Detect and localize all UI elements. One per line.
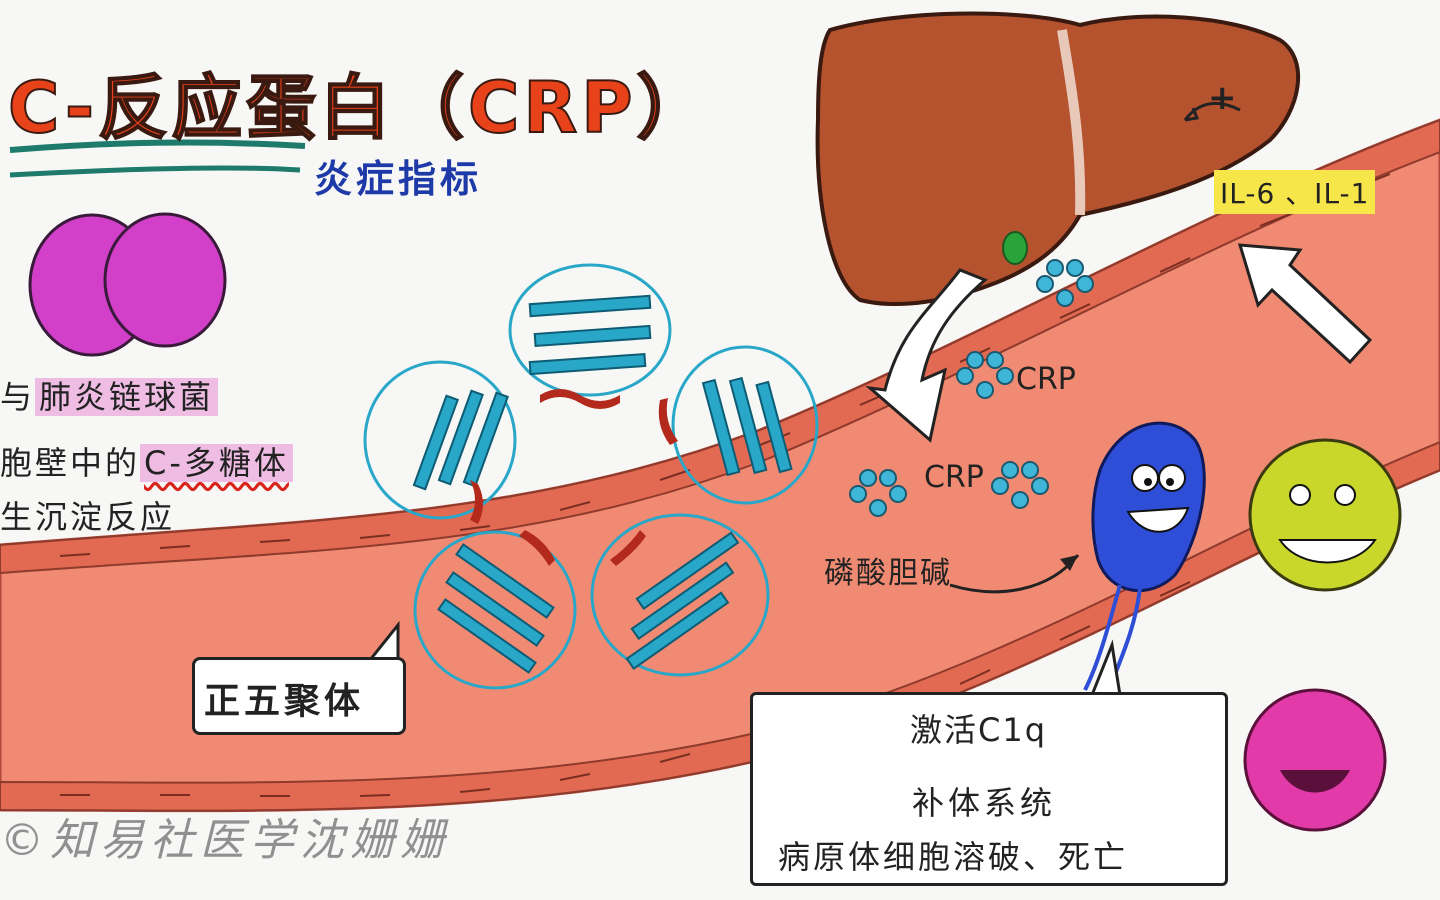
crp-molecule-cluster-top: [1036, 259, 1094, 307]
title-underline-2: [9, 165, 301, 178]
info-box-pointer: [1090, 639, 1122, 696]
crp-pentamer-structure: [363, 263, 819, 690]
info-line-complement: 补体系统: [912, 784, 1057, 822]
liver-illustration: [815, 11, 1301, 306]
binding-line-2-highlight: C-多糖体: [140, 444, 293, 482]
binding-line-1: 与肺炎链球菌: [0, 372, 219, 418]
pentamer-label: 正五聚体: [204, 681, 365, 722]
crp-molecule-cluster-upper: [956, 351, 1014, 399]
phosphocholine-label: 磷酸胆碱: [824, 556, 952, 591]
pentamer-pointer: [368, 620, 400, 662]
page-title: C-反应蛋白（CRP）: [7, 66, 711, 150]
cytokine-arrow: [1237, 243, 1373, 365]
crp-label-upper: CRP: [1016, 362, 1076, 397]
cytokine-label: IL-6 、IL-1: [1214, 170, 1376, 214]
info-line-activate-c1q: 激活C1q: [910, 711, 1048, 749]
crp-molecule-cluster-right: [991, 461, 1049, 509]
pink-virus-character: [1243, 688, 1387, 832]
crp-molecule-cluster-mid: [849, 469, 907, 517]
binding-line-2-prefix: 胞壁中的: [0, 444, 141, 482]
plus-sign: +: [1208, 78, 1237, 118]
binding-line-1-highlight: 肺炎链球菌: [35, 378, 219, 416]
binding-line-1-prefix: 与: [0, 378, 36, 416]
info-line-lysis: 病原体细胞溶破、死亡: [778, 838, 1129, 876]
binding-line-3: 生沉淀反应: [0, 498, 176, 536]
page-subtitle: 炎症指标: [314, 157, 483, 201]
crp-label-lower: CRP: [924, 460, 984, 495]
yellow-virus-character: [1248, 438, 1402, 592]
liver-to-vessel-arrow: [865, 268, 988, 443]
phosphocholine-arrowhead: [1060, 555, 1078, 571]
pentamer-label-box: [192, 657, 406, 735]
title-underline: [9, 139, 306, 153]
diplococcus-illustration: [28, 212, 227, 357]
complement-info-box: [750, 692, 1228, 886]
watermark: ©知易社医学沈姗姗: [0, 815, 450, 866]
